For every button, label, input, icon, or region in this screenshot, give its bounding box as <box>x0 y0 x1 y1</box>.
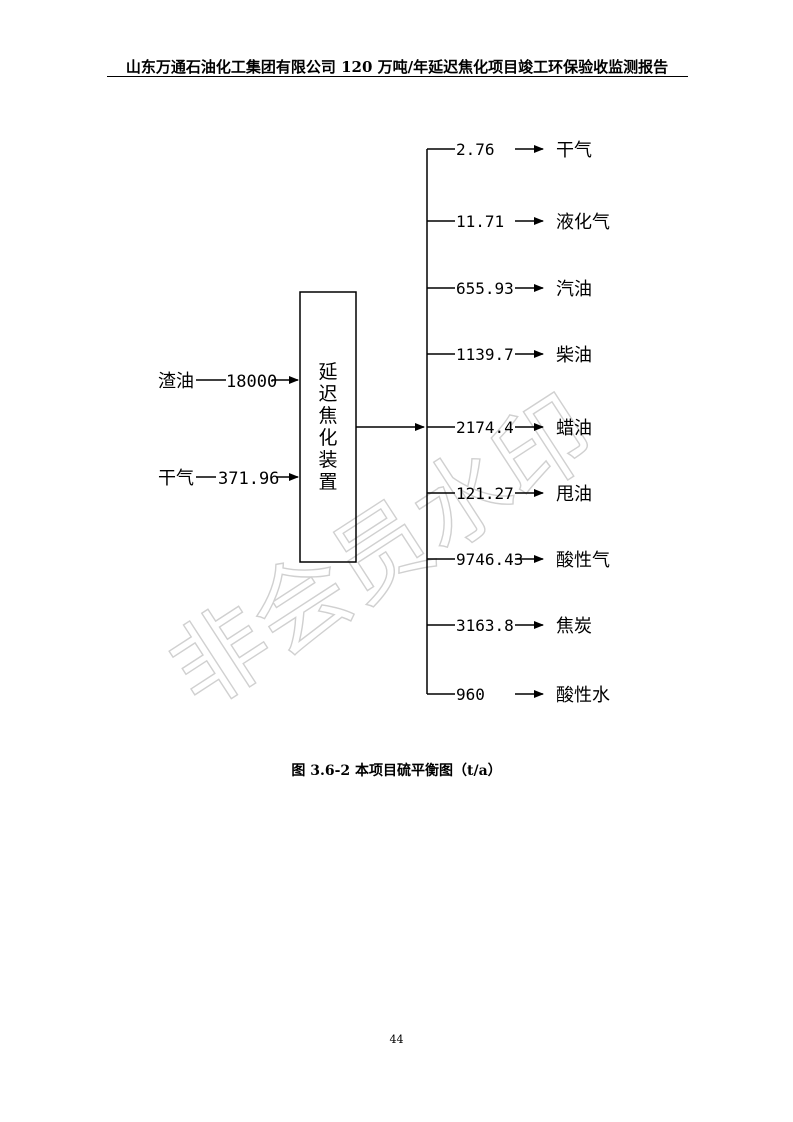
page-number: 44 <box>389 1033 404 1046</box>
figure-caption: 图 3.6-2 本项目硫平衡图（t/a） <box>291 763 502 779</box>
watermark-text: 非会员水印 <box>150 375 614 730</box>
unit-box-label: 延迟焦化装置 <box>318 361 337 493</box>
output-stream: 11.71 液化气 <box>427 212 610 233</box>
input-value: 371.96 <box>218 469 279 489</box>
output-name: 液化气 <box>556 212 610 233</box>
output-value: 2.76 <box>456 140 495 159</box>
output-value: 2174.4 <box>456 418 514 437</box>
output-value: 960 <box>456 685 485 704</box>
output-stream: 9746.43 酸性气 <box>427 550 610 571</box>
output-name: 甩油 <box>556 484 592 505</box>
output-value: 121.27 <box>456 484 514 503</box>
output-value: 9746.43 <box>456 550 523 569</box>
output-name: 蜡油 <box>556 418 592 439</box>
output-name: 柴油 <box>556 345 592 366</box>
input-name: 渣油 <box>158 371 194 392</box>
output-name: 酸性水 <box>556 685 610 706</box>
output-stream: 655.93 汽油 <box>427 279 592 300</box>
output-stream: 121.27 甩油 <box>427 484 592 505</box>
output-value: 1139.7 <box>456 345 514 364</box>
header-rule <box>107 76 688 77</box>
output-value: 11.71 <box>456 212 504 231</box>
output-name: 汽油 <box>556 279 592 300</box>
output-stream: 2.76 干气 <box>427 140 592 161</box>
output-stream: 3163.8 焦炭 <box>427 616 592 637</box>
input-stream: 干气 371.96 <box>158 468 299 489</box>
output-stream: 2174.4 蜡油 <box>427 418 592 439</box>
output-stream: 1139.7 柴油 <box>427 345 592 366</box>
page-header-title: 山东万通石油化工集团有限公司 120 万吨/年延迟焦化项目竣工环保验收监测报告 <box>125 58 669 76</box>
watermark: 非会员水印 <box>150 374 615 731</box>
input-name: 干气 <box>158 468 194 489</box>
output-streams: 2.76 干气 11.71 液化气 655.93 汽油 1139.7 柴油 2174.4 蜡油 12… <box>427 140 610 706</box>
output-name: 干气 <box>556 140 592 161</box>
output-value: 3163.8 <box>456 616 514 635</box>
input-value: 18000 <box>226 372 277 392</box>
input-stream: 渣油 18000 <box>158 371 299 392</box>
output-value: 655.93 <box>456 279 514 298</box>
output-name: 酸性气 <box>556 550 610 571</box>
input-streams: 渣油 18000 干气 371.96 <box>158 371 299 489</box>
output-name: 焦炭 <box>556 616 592 637</box>
output-stream: 960 酸性水 <box>427 685 610 706</box>
